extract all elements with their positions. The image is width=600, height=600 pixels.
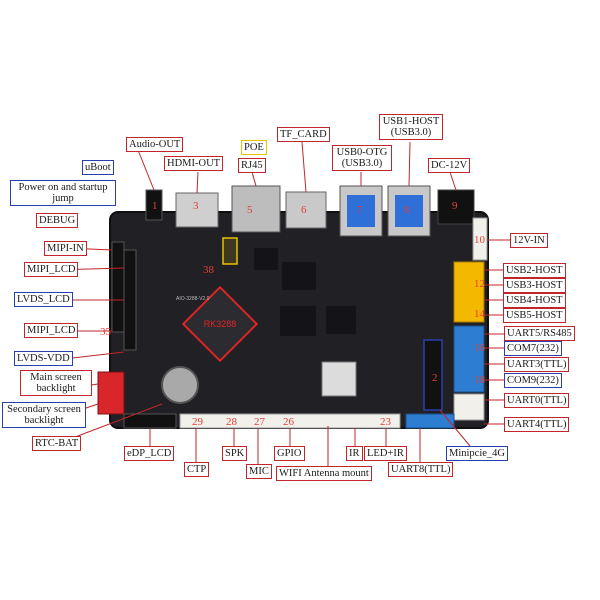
cpu-chip bbox=[181, 285, 259, 363]
label-edp-lcd: eDP_LCD bbox=[124, 446, 175, 461]
pmic-chip bbox=[254, 248, 278, 270]
label-uart0: UART0(TTL) bbox=[504, 393, 570, 408]
usb1-tongue bbox=[395, 195, 423, 227]
label-12v-in: 12V-IN bbox=[510, 233, 548, 248]
num-26: 26 bbox=[283, 416, 294, 428]
label-main-backlight: Main screen backlight bbox=[20, 370, 92, 396]
label-spk: SPK bbox=[222, 446, 248, 461]
power-connector bbox=[472, 217, 488, 261]
label-lvds-vdd: LVDS-VDD bbox=[14, 351, 73, 366]
label-minipcie-4g: Minipcie_4G bbox=[446, 446, 508, 461]
label-gpio: GPIO bbox=[274, 446, 305, 461]
num-8: 8 bbox=[404, 204, 410, 216]
num-7: 7 bbox=[357, 204, 363, 216]
label-mipi-in: MIPI-IN bbox=[44, 241, 87, 256]
num-3: 3 bbox=[193, 200, 199, 212]
emmc-chip bbox=[321, 361, 357, 397]
label-com7: COM7(232) bbox=[504, 341, 562, 356]
label-rtc-bat: RTC-BAT bbox=[32, 436, 82, 451]
label-uart4: UART4(TTL) bbox=[504, 417, 570, 432]
label-secondary-backlight: Secondary screen backlight bbox=[2, 402, 86, 428]
ram-chip-1 bbox=[280, 306, 316, 336]
hdmi-port bbox=[175, 192, 219, 228]
label-ctp: CTP bbox=[184, 462, 210, 477]
label-led-ir: LED+IR bbox=[364, 446, 407, 461]
num-1: 1 bbox=[152, 200, 158, 212]
rj45-port bbox=[231, 185, 281, 233]
num-28: 28 bbox=[226, 416, 237, 428]
rtc-battery bbox=[161, 366, 199, 404]
label-usb4-host: USB4-HOST bbox=[503, 293, 566, 308]
label-uart8: UART8(TTL) bbox=[388, 462, 454, 477]
label-poe: POE bbox=[241, 140, 267, 155]
usb0-tongue bbox=[347, 195, 375, 227]
label-usb0-otg: USB0-OTG (USB3.0) bbox=[332, 145, 392, 171]
num-2: 2 bbox=[432, 372, 438, 384]
ram-chip-3 bbox=[326, 306, 356, 334]
usb-host-headers bbox=[453, 261, 485, 323]
num-38: 38 bbox=[203, 264, 214, 276]
label-mic: MIC bbox=[246, 464, 272, 479]
num-16: 16 bbox=[474, 342, 485, 354]
num-9: 9 bbox=[452, 200, 458, 212]
label-uart5-rs485: UART5/RS485 bbox=[504, 326, 575, 341]
poe-header bbox=[222, 237, 238, 265]
label-power-on-jump: Power on and startup jump bbox=[10, 180, 116, 206]
label-usb2-host: USB2-HOST bbox=[503, 263, 566, 278]
label-ir: IR bbox=[346, 446, 363, 461]
label-rj45: RJ45 bbox=[238, 158, 266, 173]
num-29: 29 bbox=[192, 416, 203, 428]
num-6: 6 bbox=[301, 204, 307, 216]
label-usb5-host: USB5-HOST bbox=[503, 308, 566, 323]
label-debug: DEBUG bbox=[36, 213, 79, 228]
num-27: 27 bbox=[254, 416, 265, 428]
num-5: 5 bbox=[247, 204, 253, 216]
num-14: 14 bbox=[474, 308, 485, 320]
label-com9: COM9(232) bbox=[504, 373, 562, 388]
label-tf-card: TF_CARD bbox=[277, 127, 330, 142]
chip-marking: RK3288 bbox=[204, 319, 237, 329]
label-mipi-lcd-bottom: MIPI_LCD bbox=[24, 323, 79, 338]
uart-bottom-header bbox=[453, 393, 485, 421]
num-12: 12 bbox=[474, 278, 485, 290]
label-mipi-lcd-top: MIPI_LCD bbox=[24, 262, 79, 277]
num-10: 10 bbox=[474, 234, 485, 246]
label-usb3-host: USB3-HOST bbox=[503, 278, 566, 293]
bottom-right-connectors bbox=[405, 413, 455, 429]
label-wifi-antenna: WIFI Antenna mount bbox=[276, 466, 372, 481]
num-23: 23 bbox=[380, 416, 391, 428]
ram-chip-2 bbox=[282, 262, 316, 290]
label-uboot: uBoot bbox=[82, 160, 114, 175]
label-audio-out: Audio-OUT bbox=[126, 137, 184, 152]
minipcie-slot bbox=[423, 339, 443, 411]
label-lvds-lcd: LVDS_LCD bbox=[14, 292, 73, 307]
num-18: 18 bbox=[474, 374, 485, 386]
dc-jack bbox=[437, 189, 475, 225]
label-usb1-host: USB1-HOST (USB3.0) bbox=[379, 114, 443, 140]
silk-version: AIO-3288-V2.0 bbox=[176, 296, 210, 302]
label-dc-12v: DC-12V bbox=[428, 158, 471, 173]
label-uart3: UART3(TTL) bbox=[504, 357, 570, 372]
uart-headers bbox=[453, 325, 485, 393]
label-hdmi-out: HDMI-OUT bbox=[164, 156, 224, 171]
num-35: 35 bbox=[100, 326, 111, 338]
backlight-connectors bbox=[97, 371, 125, 415]
